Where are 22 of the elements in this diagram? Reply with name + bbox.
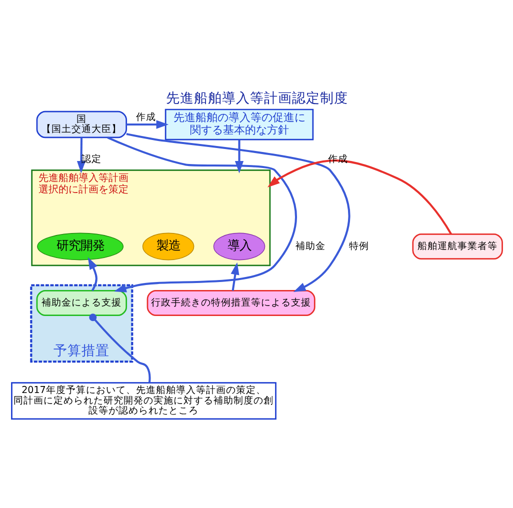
arrow [126,120,168,129]
connector [88,314,150,383]
arrow [234,140,244,174]
arrow [267,160,452,235]
node-box: 先進船舶の導入等の促進に関する基本的な方針 [164,108,314,140]
node-ellipse: 研究開発 [36,232,124,260]
node-ellipse: 導入 [212,232,265,260]
edge-label: 補助金 [295,241,326,252]
arrow [126,133,350,292]
edge-label: 作成 [135,112,156,123]
node-box: 国 【国土交通大臣】 [36,110,127,138]
arrow [230,262,239,291]
node-box: 行政手続きの特例措置等による支援 [146,290,315,316]
arrow [106,136,296,292]
edge-label: 特例 [348,241,368,252]
arrow [87,257,97,292]
node-box: 2017年度予算において、先進船舶導入等計画の策定、同計画に定められた研究開発の実施に対する補助制度の創設等が認められたところ [10,382,276,420]
node-box: 船舶運航事業者等 [412,234,502,260]
arrow [76,138,86,174]
diagram-title: 先進船舶導入等計画認定制度 [166,90,348,107]
node-ellipse: 製造 [142,232,194,260]
node-box: 補助金による支援 [36,290,127,316]
